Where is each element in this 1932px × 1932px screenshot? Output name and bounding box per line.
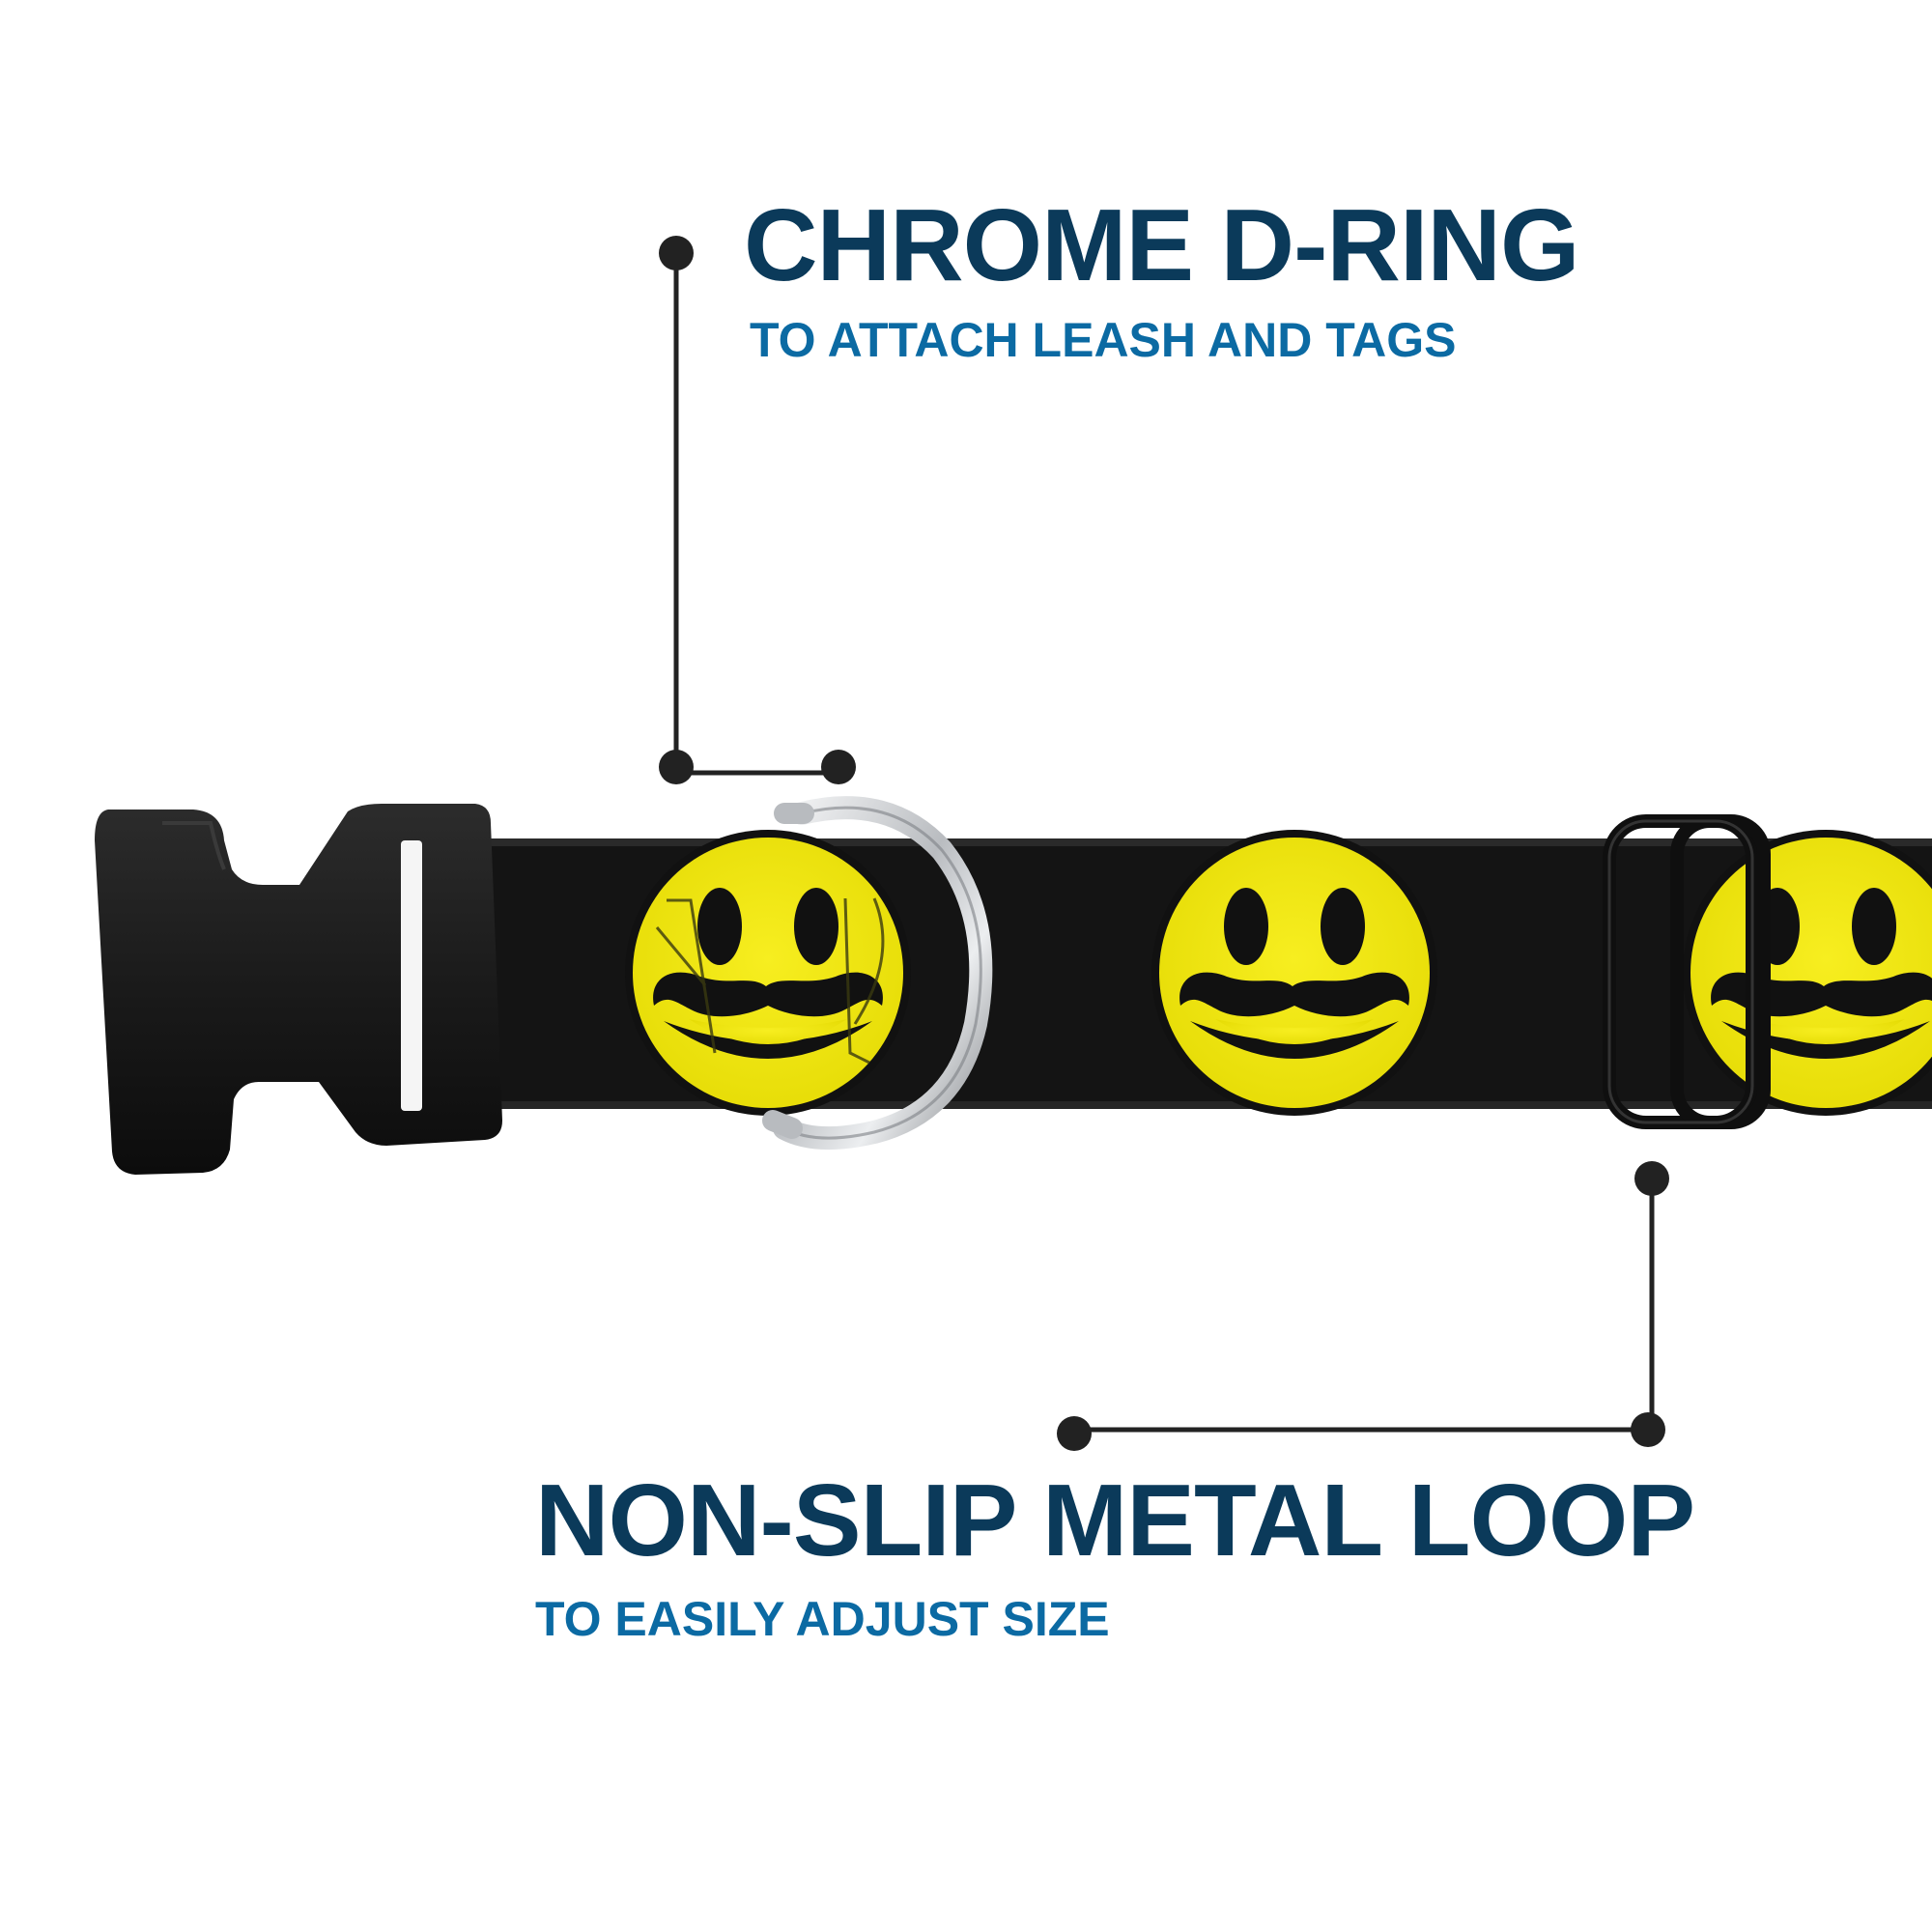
dring-leader-dot-top: [659, 236, 694, 270]
loop-callout-title: NON-SLIP METAL LOOP: [535, 1463, 1695, 1577]
dring-callout-title: CHROME D-RING: [744, 188, 1579, 302]
scratch-marks: [655, 897, 885, 1065]
smiley-mustache-face-1: [625, 830, 911, 1116]
loop-leader-dot-end: [1057, 1416, 1092, 1451]
dring-callout-subtitle: TO ATTACH LEASH AND TAGS: [750, 313, 1457, 367]
loop-leader-line: [1072, 1179, 1655, 1433]
loop-leader-dot-corner: [1631, 1412, 1665, 1447]
dring-leader-dot-end: [821, 750, 856, 784]
chrome-d-ring: [762, 796, 993, 1151]
loop-callout-subtitle: TO EASILY ADJUST SIZE: [535, 1592, 1110, 1646]
metal-loop-slider: [1603, 814, 1771, 1129]
strap-pattern: [625, 830, 1932, 1116]
smiley-mustache-face-2: [1151, 830, 1437, 1116]
dring-leader-dot-corner: [659, 750, 694, 784]
loop-leader-dot-top: [1634, 1161, 1669, 1196]
side-release-buckle: [95, 804, 502, 1175]
